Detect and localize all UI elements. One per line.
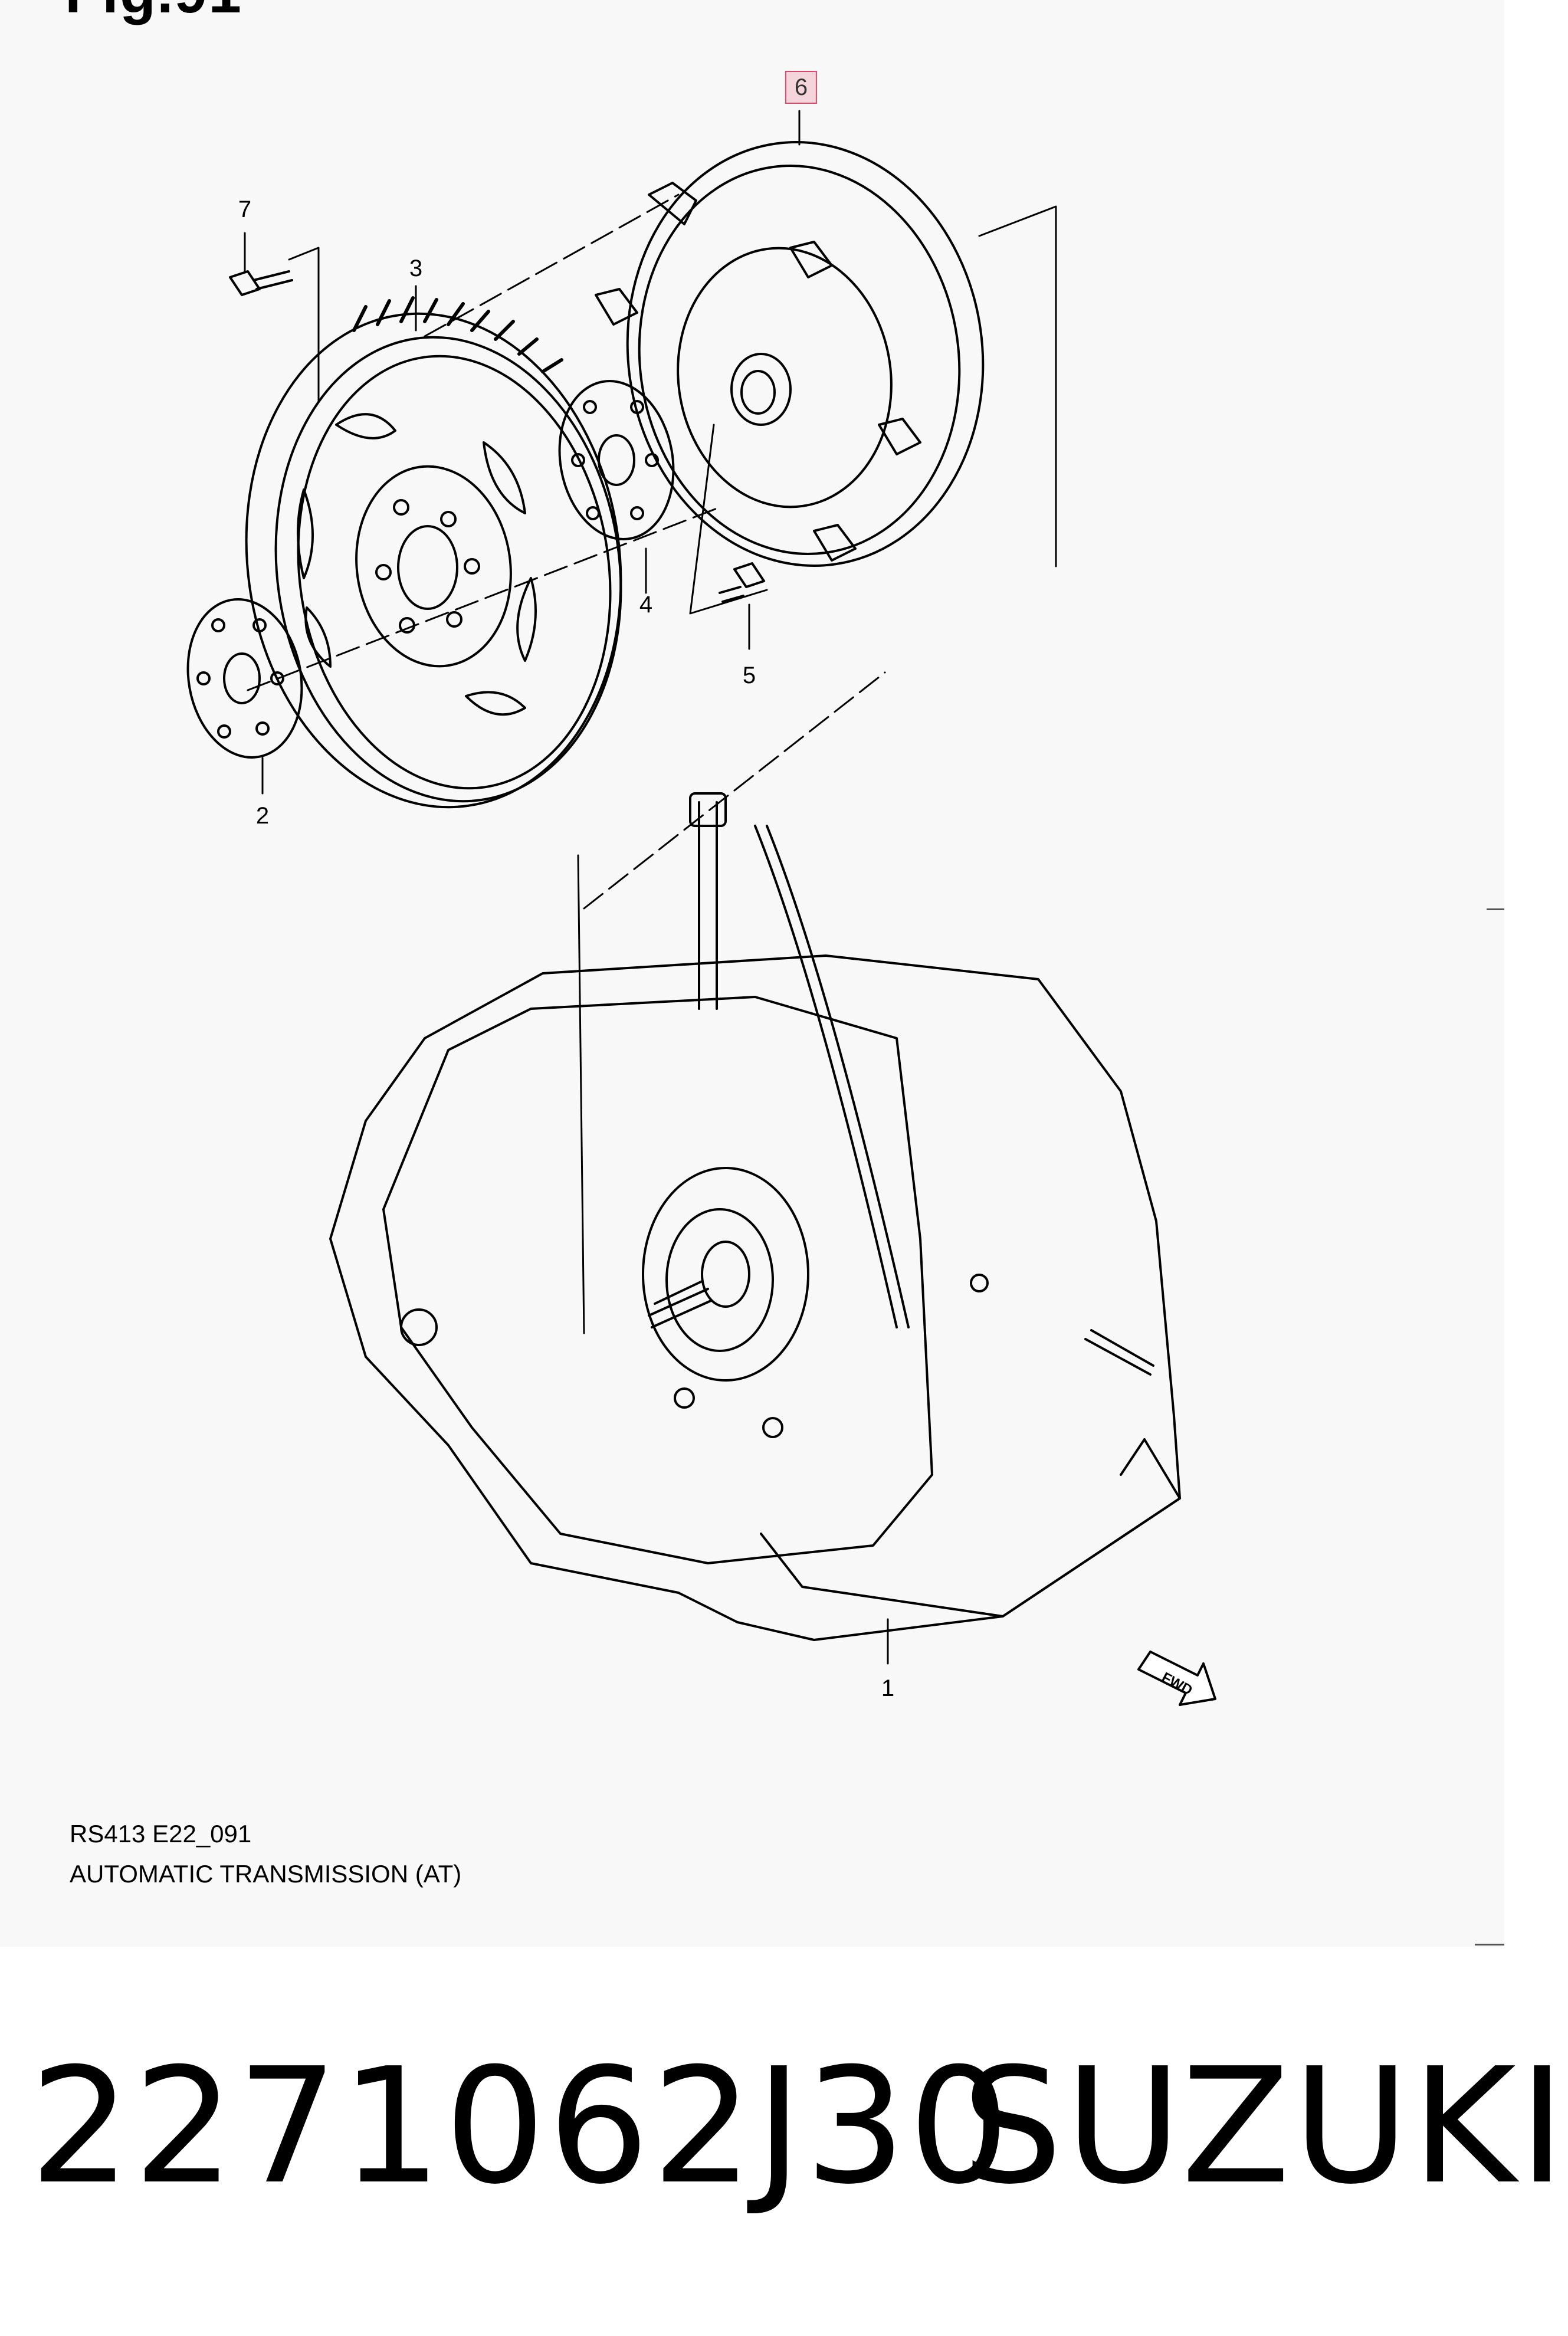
bolt-part-5 — [719, 562, 765, 603]
edge-tick-right — [1487, 908, 1504, 910]
spacer-plate-part-2 — [186, 598, 303, 759]
exploded-parts-diagram — [186, 110, 1216, 1706]
diagram-title: AUTOMATIC TRANSMISSION (AT) — [70, 1860, 462, 1888]
bolt-part-7 — [229, 270, 293, 296]
callout-4: 4 — [639, 592, 653, 618]
callout-5: 5 — [742, 662, 756, 688]
diagram-code: RS413 E22_091 — [70, 1820, 252, 1848]
drive-plate-part-3 — [245, 296, 622, 809]
callout-7: 7 — [238, 196, 252, 222]
plate-part-4 — [558, 380, 675, 540]
callout-3: 3 — [409, 255, 423, 281]
callout-1: 1 — [881, 1675, 895, 1701]
leader-lines — [244, 110, 889, 1665]
bracket-lines — [288, 205, 1057, 1334]
diagram-panel: Fig.91 — [65, 0, 1504, 1945]
part-number: 2271062J30 — [29, 2033, 1012, 2219]
assembly-lines — [247, 193, 886, 910]
torque-converter-part-6 — [595, 141, 985, 567]
transmission-assembly-part-1 — [329, 792, 1181, 1641]
brand-name: SUZUKI — [962, 2033, 1568, 2219]
forward-arrow — [1137, 1651, 1216, 1706]
figure-title: Fig.91 — [65, 0, 242, 27]
callout-2: 2 — [255, 803, 270, 829]
edge-tick-bottom — [1475, 1944, 1504, 1945]
callout-6[interactable]: 6 — [785, 71, 818, 104]
